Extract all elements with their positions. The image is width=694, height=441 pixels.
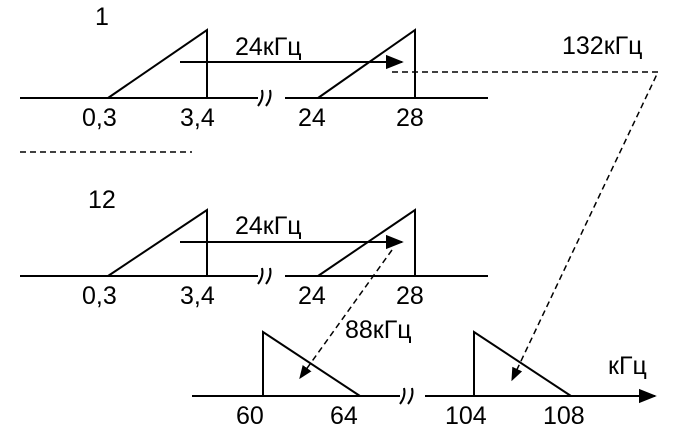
- tick-12-3: 28: [396, 282, 424, 310]
- carrier-label-12: 88кГц: [345, 316, 412, 344]
- spectrum-group-ch1: [473, 330, 572, 397]
- axis-unit-label: кГц: [608, 352, 647, 380]
- shift-label-1: 24кГц: [235, 33, 302, 61]
- tick-group-0: 60: [236, 402, 264, 430]
- channel-12-group: 12 24кГц 0,3 3,4 24 28 88кГц: [20, 186, 488, 344]
- tick-12-1: 3,4: [180, 282, 215, 310]
- spectrum-1-baseband: [107, 28, 208, 99]
- tick-1-0: 0,3: [82, 104, 117, 132]
- channel-12-label: 12: [88, 186, 116, 214]
- group-spectrum: кГц 60 64 104 108: [192, 330, 657, 430]
- conversion-arrow-ch12: [299, 249, 393, 380]
- tick-12-0: 0,3: [82, 282, 117, 310]
- spectrum-1-shifted: [317, 28, 416, 99]
- spectrum-12-shifted: [317, 208, 416, 277]
- axis-12-break: [257, 267, 272, 285]
- tick-1-2: 24: [298, 104, 326, 132]
- tick-1-1: 3,4: [180, 104, 215, 132]
- shift-label-12: 24кГц: [235, 212, 302, 240]
- tick-1-3: 28: [396, 104, 424, 132]
- tick-group-2: 104: [445, 402, 487, 430]
- axis-group-break: [399, 387, 414, 405]
- spectrum-12-baseband: [107, 208, 208, 277]
- channel-1-group: 1 24кГц 0,3 3,4 24 28 132кГц: [20, 3, 643, 132]
- carrier-label-1: 132кГц: [562, 32, 643, 60]
- tick-group-1: 64: [330, 402, 358, 430]
- conversion-arrow-ch1: [392, 71, 660, 382]
- spectrum-group-ch12: [262, 330, 361, 397]
- tick-12-2: 24: [298, 282, 326, 310]
- channel-1-label: 1: [95, 3, 109, 31]
- axis-1-break: [257, 89, 272, 107]
- tick-group-3: 108: [543, 402, 585, 430]
